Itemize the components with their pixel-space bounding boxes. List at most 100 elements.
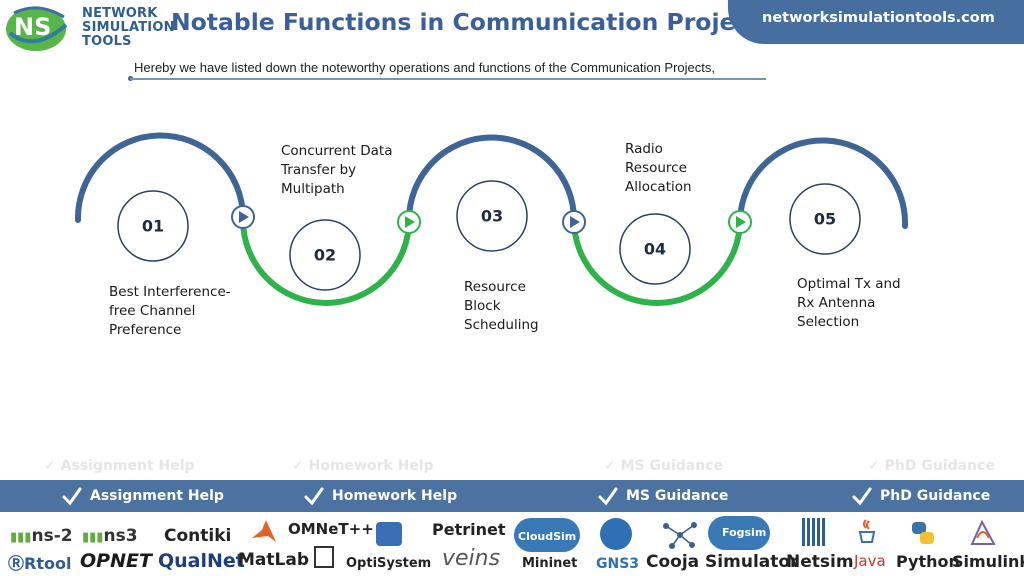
service-homework-help[interactable]: Homework Help [304, 485, 457, 507]
step-label-line: Selection [797, 314, 860, 330]
step-label-4: Radio Resource Allocation [625, 140, 692, 197]
service-ms-guidance[interactable]: MS Guidance [598, 485, 728, 507]
matlab-logo: MatLab [238, 550, 309, 570]
fogsim-cloud-icon [708, 516, 770, 550]
logo-text: NETWORK SIMULATION TOOLS [82, 7, 175, 49]
ns2-logo: ▮▮▮ns-2 [10, 526, 73, 546]
logo-initials: NS [14, 13, 52, 41]
services-band: Assignment Help Homework Help MS Guidanc… [0, 480, 1024, 512]
contiki-logo: Contiki [164, 526, 232, 546]
cooja-network-icon [662, 520, 698, 550]
matlab-icon [250, 518, 278, 546]
step-circle-2 [289, 219, 361, 291]
cloudsim-cloud-icon [514, 518, 580, 552]
page-title: Notable Functions in Communication Proje… [171, 8, 775, 36]
cooja-simulator-logo: Cooja Simulator [646, 552, 799, 572]
service-reflection-2: ✓ Homework Help [292, 458, 434, 474]
step-label-5: Optimal Tx and Rx Antenna Selection [797, 275, 901, 332]
step-label-line: Optimal Tx and [797, 276, 901, 292]
logo-line-1: NETWORK [82, 6, 158, 21]
service-label: PhD Guidance [880, 488, 991, 504]
check-icon [598, 487, 618, 506]
arc-step-3 [406, 134, 577, 223]
step-label-line: Preference [109, 322, 182, 338]
connector-play-icon-4 [728, 210, 752, 234]
company-logo: NS NETWORK SIMULATION TOOLS [4, 3, 174, 53]
logo-line-2: SIMULATION [82, 20, 175, 35]
service-label: Assignment Help [90, 488, 224, 504]
fogsim-logo: Fogsim [722, 526, 767, 539]
step-circle-3 [456, 180, 528, 252]
step-number-5: 05 [813, 209, 837, 229]
step-label-line: Rx Antenna [797, 295, 876, 311]
ns3-logo: ▮▮▮ns3 [82, 526, 138, 546]
step-label-2: Concurrent Data Transfer by Multipath [281, 142, 392, 199]
service-label: Homework Help [332, 488, 458, 504]
opnet-logo: OPNET [80, 550, 152, 572]
java-cup-icon [856, 518, 878, 544]
step-label-line: Resource [625, 160, 687, 176]
service-phd-guidance[interactable]: PhD Guidance [852, 485, 990, 507]
step-number-4: 04 [643, 239, 667, 259]
arc-step-2 [240, 217, 412, 306]
python-icon [910, 520, 936, 546]
step-label-line: Scheduling [464, 317, 539, 333]
check-icon [852, 487, 872, 506]
arc-step-1 [74, 132, 246, 223]
step-label-line: Concurrent Data [281, 143, 393, 159]
ns-logo-icon [6, 6, 68, 51]
netsim-logo: Netsim [786, 552, 854, 572]
optisystem-icon [376, 522, 402, 546]
logo-line-3: TOOLS [82, 34, 132, 49]
connector-play-icon-3 [562, 210, 586, 234]
step-number-1: 01 [141, 216, 165, 236]
service-reflection-3: ✓ MS Guidance [604, 458, 723, 474]
service-reflection-4: ✓ PhD Guidance [868, 458, 995, 474]
website-tab[interactable] [728, 0, 1024, 44]
step-label-line: Transfer by [281, 162, 357, 178]
step-label-line: Resource [464, 279, 526, 295]
page-subtitle: Hereby we have listed down the noteworth… [134, 60, 715, 75]
step-circle-1 [117, 190, 189, 262]
step-label-line: Block [464, 298, 501, 314]
step-label-3: Resource Block Scheduling [464, 278, 539, 335]
step-label-line: Allocation [625, 179, 692, 195]
optisystem-line-icon [314, 546, 334, 568]
veins-logo: veins [442, 546, 501, 571]
gns3-logo: GNS3 [596, 556, 640, 572]
website-link[interactable]: networksimulationtools.com [762, 10, 995, 26]
subtitle-divider [130, 78, 766, 80]
arc-step-5 [737, 137, 909, 229]
check-icon [304, 487, 324, 506]
simulink-logo: Simulink [952, 552, 1024, 571]
service-label: MS Guidance [626, 488, 729, 504]
netsim-icon [802, 518, 826, 546]
service-reflection-1: ✓ Assignment Help [44, 458, 195, 474]
qualnet-logo: QualNet [158, 550, 245, 572]
connector-play-icon-1 [231, 205, 255, 229]
connector-play-icon-2 [397, 210, 421, 234]
python-logo: Python [896, 552, 960, 571]
step-number-3: 03 [480, 206, 504, 226]
services-reflection: ✓ Assignment Help ✓ Homework Help ✓ MS G… [0, 458, 1024, 480]
petrinet-logo: Petrinet [432, 520, 506, 539]
java-logo: Java [854, 552, 886, 570]
step-label-1: Best Interference- free Channel Preferen… [109, 283, 231, 340]
step-label-line: Radio [625, 141, 663, 157]
mininet-logo: Mininet [522, 556, 578, 571]
gns3-icon [600, 518, 632, 550]
check-icon [62, 487, 82, 506]
cloudsim-logo: CloudSim [518, 530, 577, 543]
rtool-logo: ⓇRtool [8, 554, 72, 573]
simulink-icon [968, 518, 998, 548]
step-number-2: 02 [313, 245, 337, 265]
arc-step-4 [571, 217, 743, 306]
tool-logos-strip: ▮▮▮ns-2 ▮▮▮ns3 Contiki OMNeT++ Petrinet … [0, 512, 1024, 576]
step-circle-4 [619, 213, 691, 285]
optisystem-logo: OptiSystem [346, 556, 432, 571]
omnet-logo: OMNeT++ [288, 520, 374, 538]
service-assignment-help[interactable]: Assignment Help [62, 485, 224, 507]
step-label-line: Best Interference- [109, 284, 231, 300]
step-label-line: free Channel [109, 303, 196, 319]
